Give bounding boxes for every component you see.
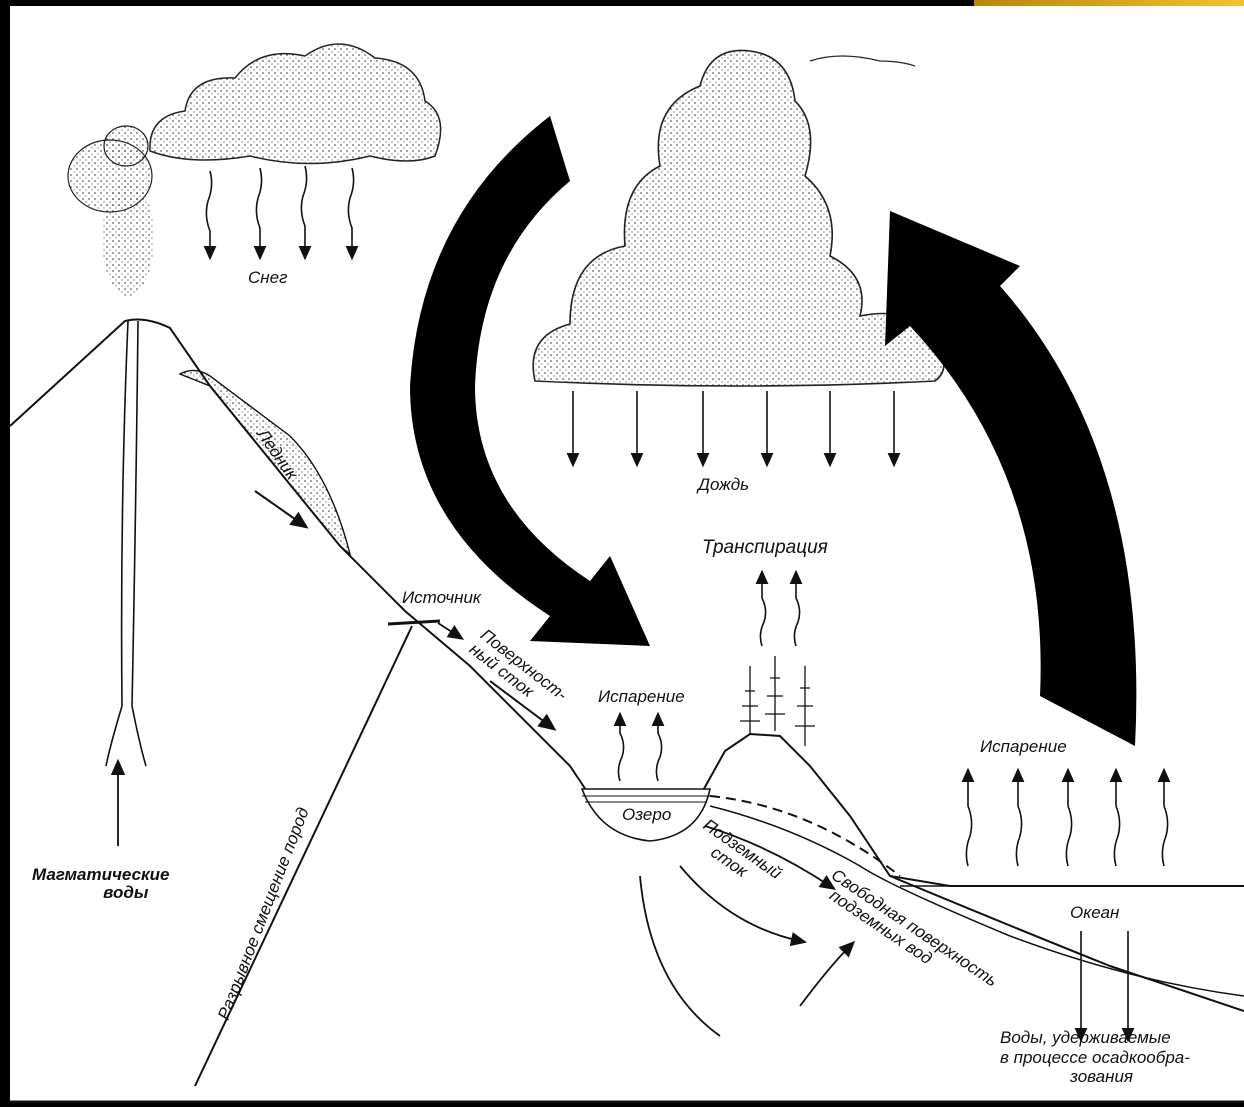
label-magmatic-line1: Магматические	[32, 865, 170, 884]
water-cycle-diagram	[10, 6, 1244, 1103]
label-snow: Снег	[248, 269, 287, 287]
label-evaporation-ocean: Испарение	[980, 738, 1067, 756]
label-sediment-line2: в процессе осадкообра-	[1000, 1048, 1190, 1067]
diagram-canvas: Снег Ледник Дождь Транспирация Источник …	[10, 6, 1244, 1103]
rain-cloud	[533, 50, 944, 386]
label-lake: Озеро	[622, 806, 671, 824]
volcano-conduit	[106, 321, 146, 766]
label-magmatic-line2: воды	[53, 883, 148, 902]
rain-arrows	[573, 391, 894, 461]
label-sediment-line1: Воды, удерживаемые	[1000, 1028, 1171, 1047]
label-magmatic-waters: Магматические воды	[32, 866, 170, 902]
label-sediment-line3: зования	[1000, 1067, 1133, 1086]
snow-cloud	[150, 44, 441, 164]
label-spring: Источник	[402, 589, 481, 607]
trees	[740, 656, 815, 746]
label-ocean: Океан	[1070, 904, 1119, 922]
label-rain: Дождь	[698, 476, 749, 494]
label-transpiration: Транспирация	[702, 538, 828, 558]
label-evaporation-lake: Испарение	[598, 688, 685, 706]
label-sediment-waters: Воды, удерживаемые в процессе осадкообра…	[1000, 1028, 1190, 1087]
snow-arrows	[206, 166, 353, 254]
evaporation-arrow	[885, 211, 1136, 746]
glacier-shape	[180, 370, 350, 554]
